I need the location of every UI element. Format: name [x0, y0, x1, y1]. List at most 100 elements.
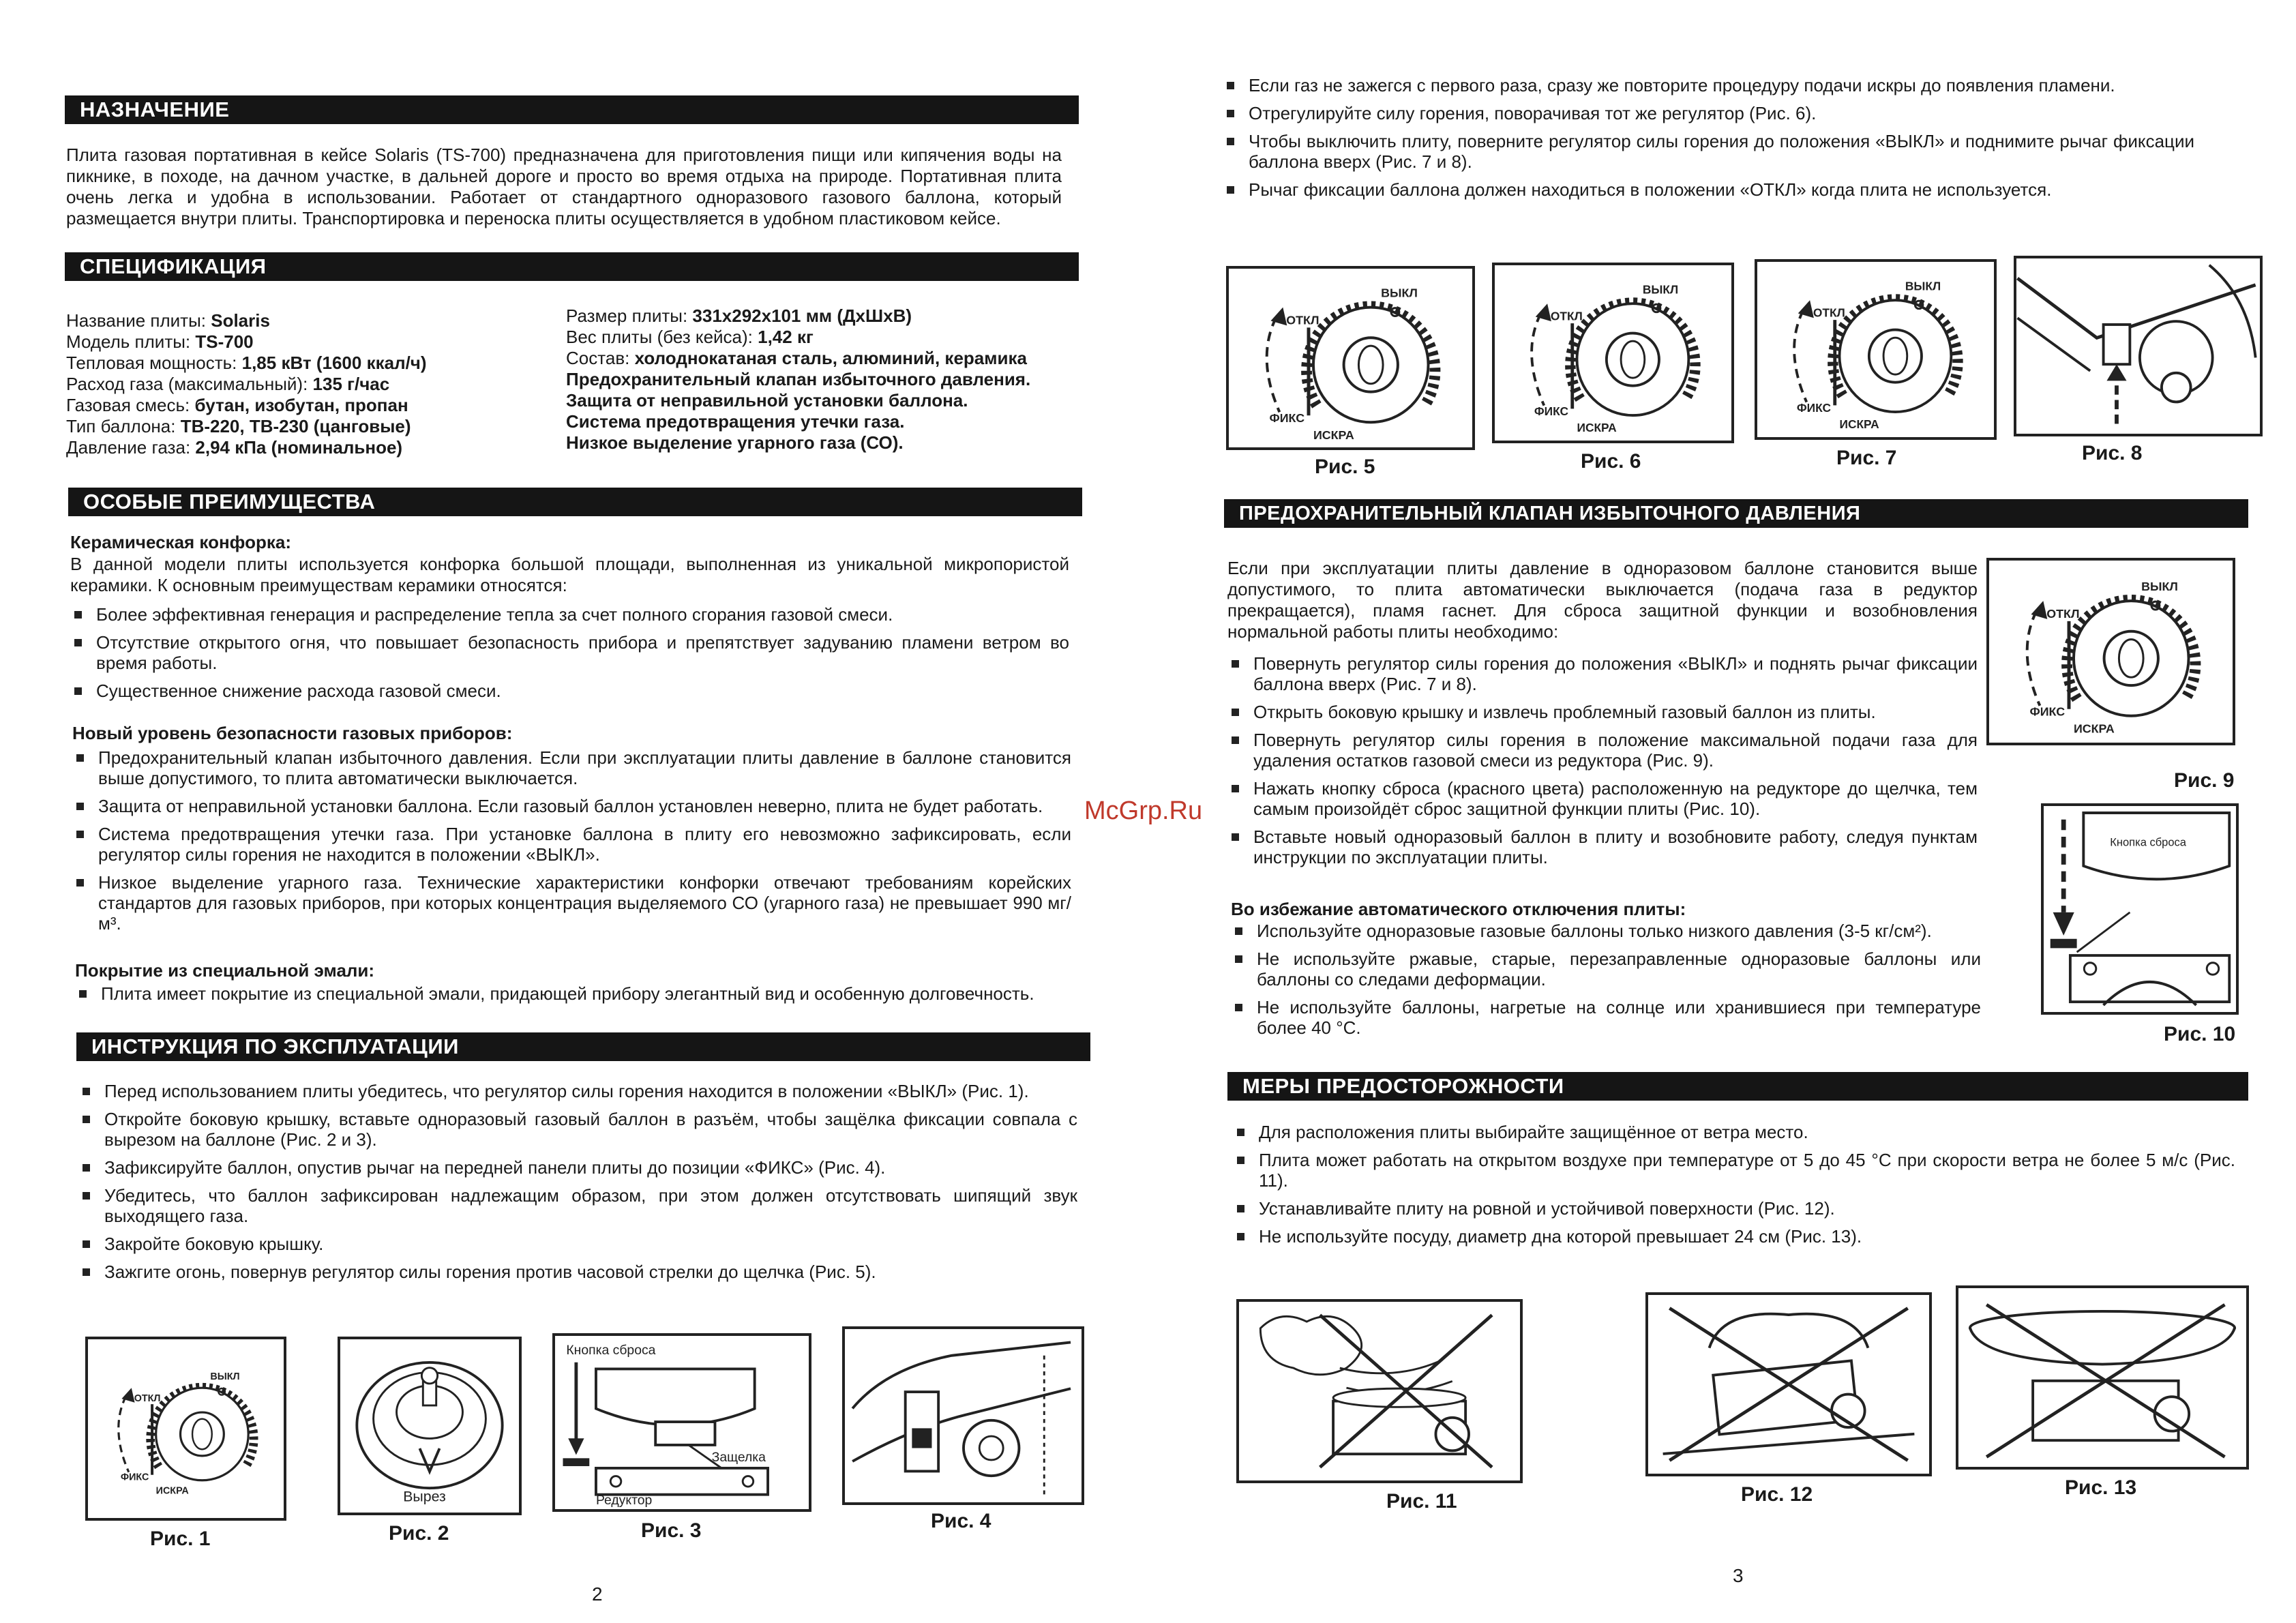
label-spark: ИСКРА	[1839, 417, 1879, 431]
figure-9-caption: Рис. 9	[2174, 769, 2235, 792]
page-number-right: 3	[1733, 1565, 1744, 1586]
label-reset-button: Кнопка сброса	[2110, 836, 2187, 849]
list-item: Повернуть регулятор силы горения в полож…	[1227, 730, 1978, 771]
stove-lever-icon	[2016, 264, 2257, 424]
spec-value: Solaris	[211, 310, 270, 331]
spec-value: холоднокатаная сталь, алюминий, керамика	[634, 348, 1027, 368]
list-item: Не используйте посуду, диаметр дна котор…	[1233, 1226, 2235, 1247]
list-item: Не используйте баллоны, нагретые на солн…	[1231, 997, 1981, 1038]
spec-value: 1,85 кВт (1600 ккал/ч)	[241, 353, 427, 373]
spec-row: Защита от неправильной установки баллона…	[566, 390, 1057, 411]
figure-6: ОТКЛ ВЫКЛ ФИКС ИСКРА	[1492, 263, 1734, 443]
list-item: Существенное снижение расхода газовой см…	[70, 681, 1069, 701]
list-item: Система предотвращения утечки газа. При …	[72, 824, 1071, 865]
safety-title: Новый уровень безопасности газовых прибо…	[72, 723, 513, 743]
advantages-header: ОСОБЫЕ ПРЕИМУЩЕСТВА	[68, 488, 1082, 516]
spec-row: Газовая смесь: бутан, изобутан, пропан	[66, 395, 557, 416]
spec-row: Тепловая мощность: 1,85 кВт (1600 ккал/ч…	[66, 353, 557, 374]
knob-dial-icon: ОТКЛ ВЫКЛ ФИКС ИСКРА	[1757, 280, 1994, 431]
valve-steps-list: Повернуть регулятор силы горения до поло…	[1227, 653, 1978, 875]
figure-3-caption: Рис. 3	[641, 1519, 702, 1542]
figure-11	[1236, 1299, 1523, 1483]
reducer-reset-icon: Кнопка сброса	[2050, 812, 2231, 1007]
label-cutout: Вырез	[403, 1489, 446, 1505]
page-left: НАЗНАЧЕНИЕ Плита газовая портативная в к…	[65, 95, 1090, 1605]
figure-11-caption: Рис. 11	[1386, 1490, 1457, 1513]
spec-row: Название плиты: Solaris	[66, 310, 557, 331]
list-item: Рычаг фиксации баллона должен находиться…	[1223, 179, 2194, 200]
enamel-title: Покрытие из специальной эмали:	[75, 960, 375, 981]
figure-10: Кнопка сброса	[2041, 803, 2239, 1015]
spec-row: Состав: холоднокатаная сталь, алюминий, …	[566, 348, 1057, 369]
label-fix: ФИКС	[1797, 401, 1832, 415]
safety-list: Предохранительный клапан избыточного дав…	[72, 747, 1071, 941]
stove-lever-icon	[851, 1341, 1071, 1495]
precautions-list: Для расположения плиты выбирайте защищён…	[1233, 1122, 2235, 1254]
list-item: Отсутствие открытого огня, что повышает …	[70, 632, 1069, 673]
spec-value: Предохранительный клапан избыточного дав…	[566, 369, 1031, 389]
spec-value: ТВ-220, ТВ-230 (цанговые)	[180, 416, 411, 436]
label-vykl: ВЫКЛ	[1381, 286, 1418, 300]
spec-row: Давление газа: 2,94 кПа (номинальное)	[66, 437, 557, 458]
label-reducer: Редуктор	[596, 1493, 652, 1508]
instructions-list: Перед использованием плиты убедитесь, чт…	[78, 1081, 1077, 1290]
list-item: Повернуть регулятор силы горения до поло…	[1227, 653, 1978, 694]
figure-6-caption: Рис. 6	[1581, 450, 1641, 473]
uneven-surface-warning-icon	[1663, 1307, 1915, 1462]
figure-7-caption: Рис. 7	[1836, 447, 1897, 469]
label-vykl: ВЫКЛ	[1905, 280, 1941, 293]
label-off: ОТКЛ	[1813, 306, 1845, 319]
wind-warning-icon	[1259, 1313, 1493, 1469]
instructions-header: ИНСТРУКЦИЯ ПО ЭКСПЛУАТАЦИИ	[76, 1032, 1090, 1061]
label-fix: ФИКС	[121, 1472, 149, 1483]
spec-row: Вес плиты (без кейса): 1,42 кг	[566, 327, 1057, 348]
figure-2-caption: Рис. 2	[389, 1522, 449, 1545]
figure-13	[1956, 1285, 2249, 1470]
label-spark: ИСКРА	[1577, 421, 1617, 434]
label-off: ОТКЛ	[134, 1393, 161, 1404]
figure-4-caption: Рис. 4	[931, 1510, 992, 1532]
list-item: Плита имеет покрытие из специальной эмал…	[75, 983, 1074, 1004]
figure-1: ОТКЛ ВЫКЛ ФИКС ИСКРА	[85, 1337, 286, 1521]
valve-text: Если при эксплуатации плиты давление в о…	[1227, 558, 1978, 642]
spec-value: 2,94 кПа (номинальное)	[195, 437, 403, 458]
list-item: Откройте боковую крышку, вставьте однора…	[78, 1109, 1077, 1150]
list-item: Нажать кнопку сброса (красного цвета) ра…	[1227, 778, 1978, 819]
figure-13-caption: Рис. 13	[2065, 1476, 2137, 1499]
spec-row: Тип баллона: ТВ-220, ТВ-230 (цанговые)	[66, 416, 557, 437]
avoid-title: Во избежание автоматического отключения …	[1231, 899, 1686, 919]
list-item: Вставьте новый одноразовый баллон в плит…	[1227, 827, 1978, 867]
spec-row: Расход газа (максимальный): 135 г/час	[66, 374, 557, 395]
spec-header: СПЕЦИФИКАЦИЯ	[65, 252, 1079, 281]
list-item: Не используйте ржавые, старые, перезапра…	[1231, 949, 1981, 989]
list-item: Открыть боковую крышку и извлечь проблем…	[1227, 702, 1978, 722]
figure-10-caption: Рис. 10	[2164, 1023, 2236, 1045]
figure-8-caption: Рис. 8	[2082, 442, 2143, 464]
figure-5: ОТКЛ ВЫКЛ ФИКС ИСКРА	[1226, 266, 1475, 450]
spec-label: Модель плиты:	[66, 331, 196, 352]
continued-instructions-list: Если газ не зажегся с первого раза, сраз…	[1223, 75, 2194, 207]
ceramic-list: Более эффективная генерация и распределе…	[70, 604, 1069, 709]
figure-4	[842, 1326, 1084, 1505]
figure-12-caption: Рис. 12	[1741, 1483, 1813, 1506]
spec-value: бутан, изобутан, пропан	[194, 395, 408, 415]
spec-value: Низкое выделение угарного газа (СО).	[566, 432, 904, 453]
ceramic-text: В данной модели плиты используется конфо…	[70, 554, 1069, 595]
label-vykl: ВЫКЛ	[210, 1371, 239, 1382]
label-latch: Защелка	[712, 1450, 766, 1465]
knob-dial-icon: ОТКЛ ВЫКЛ ФИКС ИСКРА	[1229, 286, 1472, 442]
label-vykl: ВЫКЛ	[1643, 283, 1678, 297]
label-fix: ФИКС	[1270, 411, 1305, 425]
list-item: Плита может работать на открытом воздухе…	[1233, 1150, 2235, 1191]
spec-value: TS-700	[195, 331, 254, 352]
spec-right-column: Размер плиты: 331х292х101 мм (ДхШхВ)Вес …	[566, 306, 1057, 453]
list-item: Более эффективная генерация и распределе…	[70, 604, 1069, 625]
knob-dial-icon: ОТКЛ ВЫКЛ ФИКС ИСКРА	[1495, 283, 1731, 434]
figure-3: Кнопка сброса Защелка Редуктор	[552, 1333, 811, 1512]
spec-row: Модель плиты: TS-700	[66, 331, 557, 353]
figure-1-caption: Рис. 1	[150, 1528, 211, 1550]
list-item: Закройте боковую крышку.	[78, 1234, 1077, 1254]
list-item: Отрегулируйте силу горения, поворачивая …	[1223, 103, 2194, 123]
knob-dial-icon: ОТКЛ ВЫКЛ ФИКС ИСКРА	[88, 1371, 284, 1497]
spec-label: Название плиты:	[66, 310, 211, 331]
